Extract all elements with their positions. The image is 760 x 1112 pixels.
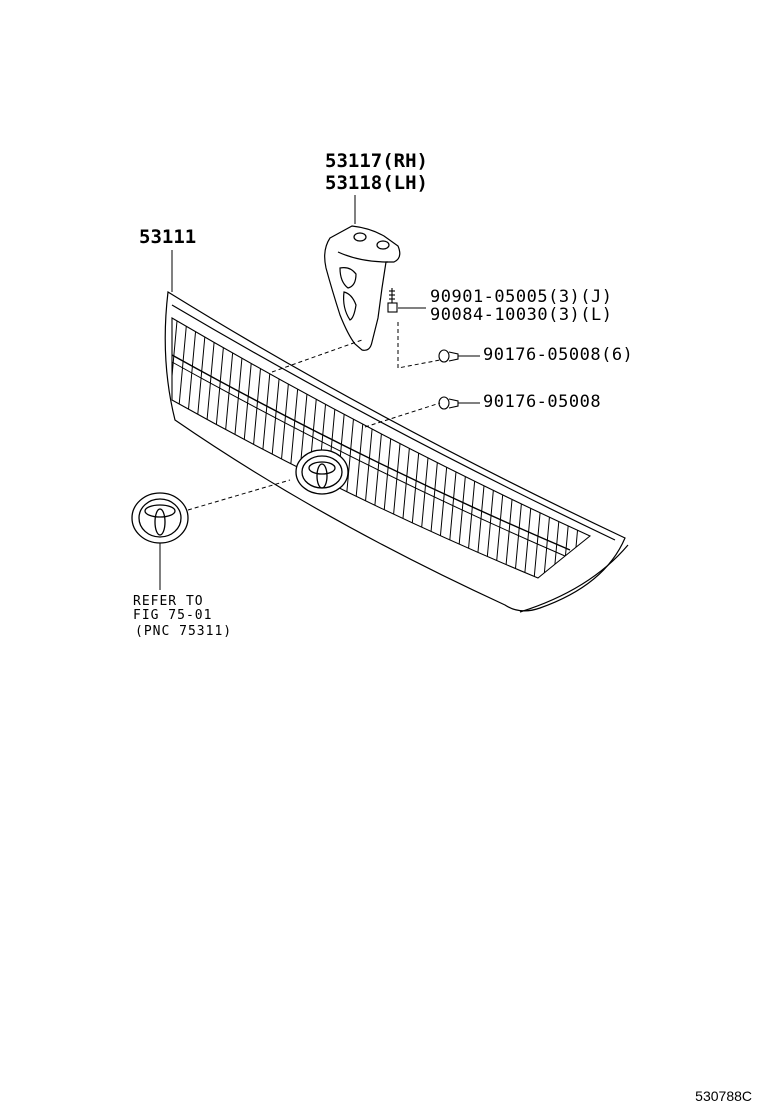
reference-line-3: (PNC 75311) <box>135 624 233 639</box>
grille-slat <box>344 404 356 516</box>
grille-slat <box>548 514 560 578</box>
grille-slat <box>353 409 365 521</box>
grille-slat <box>493 484 505 578</box>
figure-id: 530788C <box>695 1088 752 1104</box>
part-number-bolt-l: 90084-10030(3)(L) <box>430 305 613 325</box>
grille-slat <box>362 414 374 526</box>
part-number-clip-upper: 90176-05008(6) <box>483 345 634 365</box>
grille-slat <box>567 524 579 578</box>
grille-slat <box>172 318 179 421</box>
part-number-bolt-j: 90901-05005(3)(J) <box>430 287 613 307</box>
grille-slat <box>446 459 458 571</box>
part-number-bracket-lh: 53118(LH) <box>325 172 428 194</box>
grille-slat <box>418 444 430 556</box>
part-number-grille: 53111 <box>139 226 197 248</box>
grille-slat <box>279 369 291 481</box>
grille-slat <box>390 429 402 541</box>
grille-icon <box>164 290 629 613</box>
grille-slat <box>474 474 486 578</box>
part-number-bracket-rh: 53117(RH) <box>325 150 428 172</box>
grille-slat <box>530 504 542 578</box>
emblem-icon <box>131 492 189 544</box>
reference-line-1: REFER TO <box>133 594 204 609</box>
clip-icon <box>438 349 459 363</box>
grille-slat <box>465 469 477 578</box>
bracket-icon <box>324 225 401 351</box>
reference-line-2: FIG 75-01 <box>133 608 213 623</box>
grille-slat <box>437 454 449 566</box>
grille-slat <box>520 499 532 578</box>
grille-slat <box>511 494 523 578</box>
grille-slat <box>427 449 439 561</box>
grille-slat <box>372 419 384 531</box>
grille-slat <box>455 464 467 576</box>
part-number-clip-lower: 90176-05008 <box>483 392 602 412</box>
assembly-lines <box>187 322 441 511</box>
grille-slat <box>539 509 551 578</box>
grille-slat <box>483 479 495 578</box>
grille-slat <box>400 434 412 546</box>
leader-lines <box>159 195 480 590</box>
grille-slat <box>502 489 514 578</box>
clip-icon <box>438 396 459 410</box>
grille-slat <box>558 519 570 578</box>
emblem-icon <box>295 449 349 495</box>
grille-slat <box>409 439 421 551</box>
grille-slat <box>381 424 393 536</box>
bolt-icon <box>387 288 398 313</box>
